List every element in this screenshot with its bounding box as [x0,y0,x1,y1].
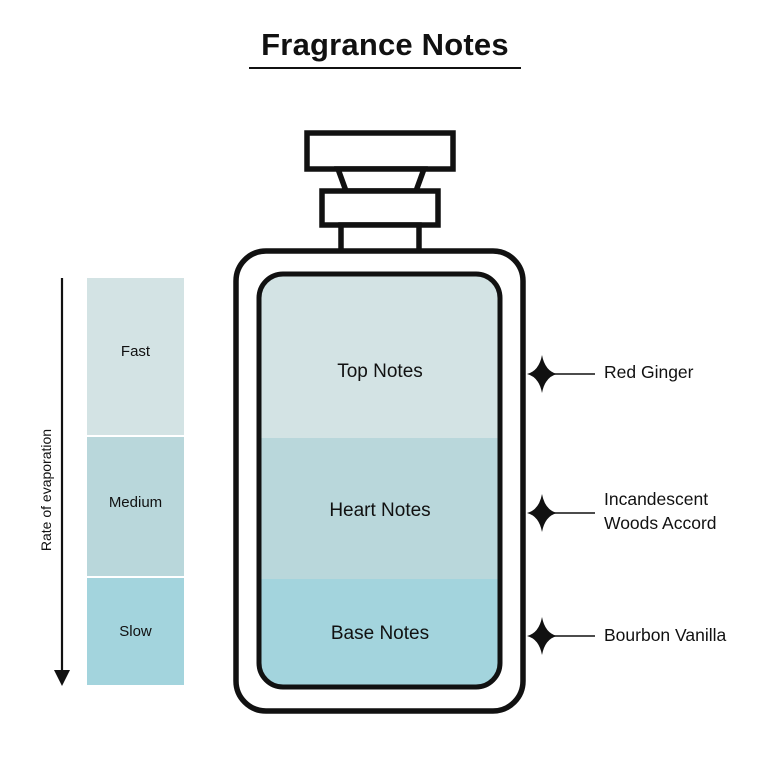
rate-block-fast [87,278,184,435]
title-underline [249,67,521,69]
top-notes-label: Top Notes [337,361,423,382]
ingredient-heart: Incandescent Woods Accord [604,489,717,533]
rate-block-slow [87,578,184,685]
four-point-star-icon [527,355,595,393]
down-arrow-icon [54,278,70,686]
heart-notes-layer [259,438,500,579]
rate-block-medium [87,437,184,576]
rate-label-slow: Slow [119,623,152,640]
ingredient-top: Red Ginger [604,362,694,382]
heart-notes-label: Heart Notes [329,500,431,521]
rate-label-medium: Medium [108,494,163,511]
base-notes-label: Base Notes [330,623,430,644]
four-point-star-icon [527,617,595,655]
page-title: Fragrance Notes [261,27,509,62]
four-point-star-icon [527,494,595,532]
top-notes-layer [259,274,500,438]
ingredient-base: Bourbon Vanilla [604,625,727,645]
rate-axis-label: Rate of evaporation [38,428,54,552]
rate-label-fast: Fast [120,343,151,360]
base-notes-layer [259,579,500,687]
bottle-cap [304,130,456,256]
bottle-inner-outline [256,271,503,690]
